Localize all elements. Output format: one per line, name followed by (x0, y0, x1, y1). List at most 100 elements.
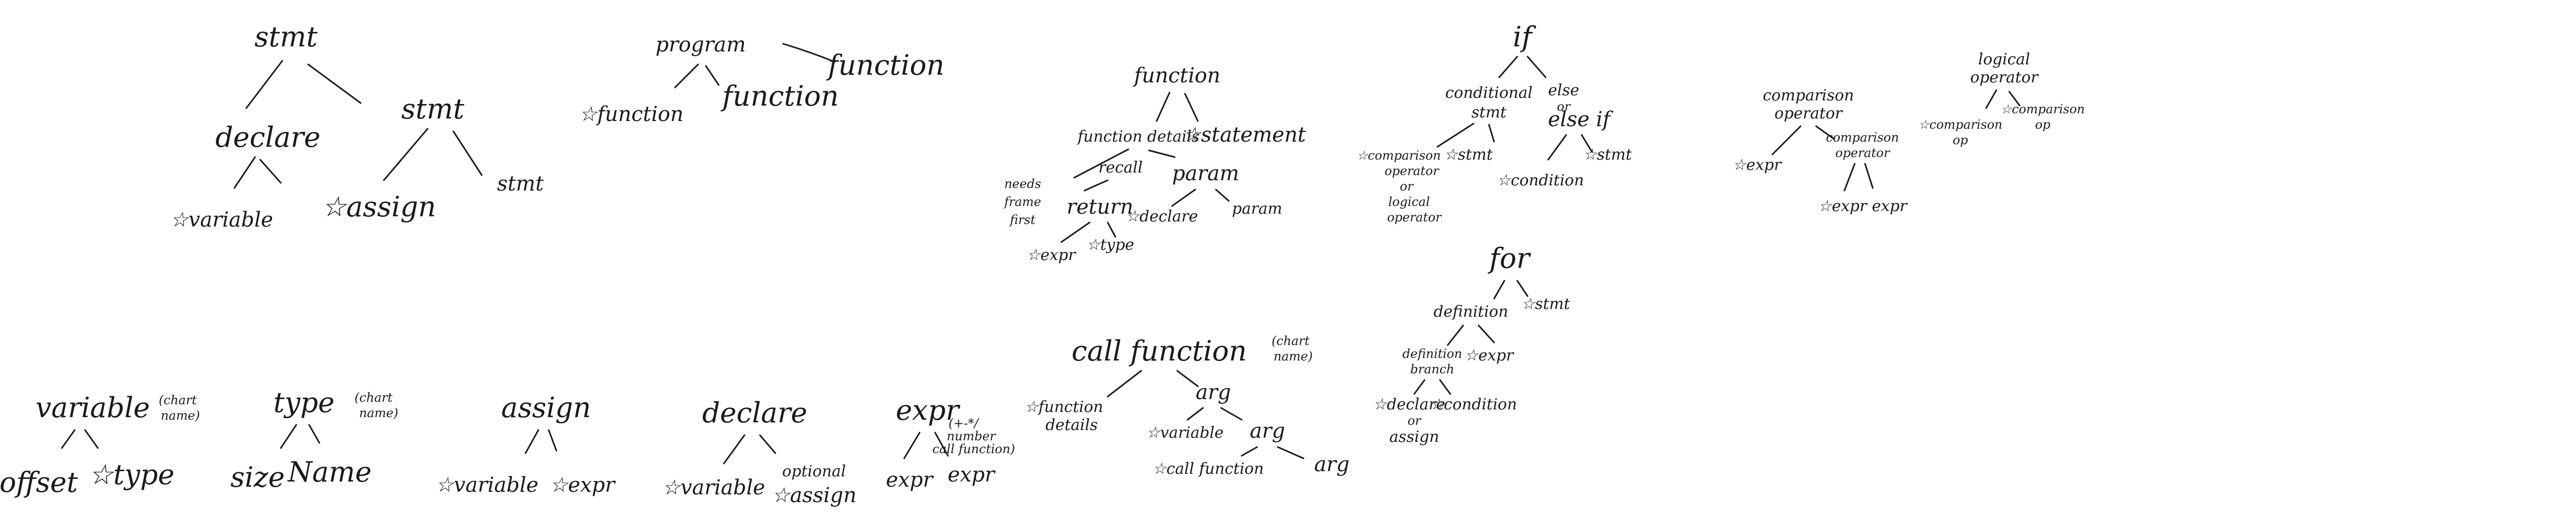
if-conditional-line-1: conditional (1445, 84, 1533, 102)
function-details-label: function details (1077, 128, 1200, 146)
declare-optional-label: optional (782, 462, 846, 480)
type-note-line-1: (chart (354, 390, 393, 405)
logical-comparison-left-line-1: ☆comparison (1918, 117, 2002, 132)
if-comparison-line-4: logical (1388, 195, 1430, 209)
if-root-label: if (1513, 21, 1536, 53)
type-note-line-2: name) (359, 406, 398, 420)
type-tree: type (chart name) size Name (230, 386, 398, 493)
type-name-label: Name (287, 456, 372, 488)
for-tree: for definition ☆stmt definition branch ☆… (1373, 242, 1570, 446)
call-function-arg-label: arg (1196, 381, 1231, 404)
program-root-label: program (655, 33, 745, 57)
if-conditional-edge (1436, 123, 1495, 148)
if-else-line-2: or (1557, 99, 1571, 114)
if-comparison-line-5: operator (1387, 210, 1442, 225)
program-root-edge (674, 63, 720, 89)
variable-note-line-2: name) (161, 408, 200, 423)
variable-offset-label: offset (0, 466, 78, 499)
if-else-line-1: else (1548, 81, 1580, 99)
logical-comparison-left-line-2: op (1953, 133, 1968, 147)
program-side-edge (782, 43, 836, 63)
stmt-variable-label: ☆variable (170, 208, 273, 232)
logical-root-line-1: logical (1978, 50, 2030, 68)
stmt-tree: stmt declare stmt ☆variable ☆assign stmt (170, 21, 544, 232)
for-definition-edge (1447, 324, 1495, 346)
for-expr-label: ☆expr (1464, 347, 1514, 365)
for-declare-line-1: ☆declare (1373, 396, 1445, 414)
stmt-declare-label: declare (215, 121, 320, 153)
call-function-details-line-2: details (1045, 416, 1097, 434)
function-details-edge (1073, 148, 1176, 179)
function-declare-label: ☆declare (1126, 208, 1198, 226)
call-function-arg-child-label: arg (1250, 419, 1285, 443)
logical-operator-tree: logical operator ☆comparison op ☆compari… (1918, 50, 2084, 147)
for-declare-line-2: or (1408, 414, 1421, 428)
comparison-op-line-1: comparison (1826, 130, 1899, 145)
stmt-leaf-label: stmt (497, 172, 545, 196)
for-condition-label: ☆condition (1430, 396, 1517, 414)
program-function-star-label: ☆function (579, 102, 683, 126)
function-type-label: ☆type (1087, 236, 1134, 254)
if-stmt-star-label: ☆stmt (1444, 146, 1494, 164)
function-recall-label: recall (1098, 159, 1143, 177)
comparison-op-line-2: operator (1835, 146, 1890, 160)
function-return-edge (1060, 221, 1116, 243)
stmt-declare-edge (233, 156, 282, 189)
variable-tree: variable (chart name) offset ☆type (0, 391, 200, 499)
comparison-root-line-1: comparison (1762, 87, 1854, 105)
if-stmt-right-label: ☆stmt (1583, 146, 1633, 164)
function-note-line-1: needs (1004, 177, 1041, 191)
call-function-details-line-1: ☆function (1025, 398, 1103, 416)
logical-root-edge (1985, 89, 2021, 109)
function-note-line-2: frame (1003, 195, 1041, 209)
program-side-function-label: function (826, 49, 944, 81)
declare-tree: declare ☆variable optional ☆assign (662, 397, 857, 507)
comparison-operator-tree: comparison operator ☆expr comparison ope… (1732, 87, 1908, 215)
call-function-arg-child-edge (1241, 446, 1304, 459)
assign-root-edge (524, 429, 557, 454)
program-tree: program function ☆function function (579, 33, 944, 126)
assign-root-label: assign (501, 391, 591, 424)
type-root-edge (280, 424, 320, 449)
comparison-root-line-2: operator (1774, 105, 1843, 123)
function-root-label: function (1132, 64, 1220, 88)
expr-root-edge (903, 432, 949, 459)
type-size-label: size (230, 461, 284, 493)
expr-tree: expr (+-*/ number call function) expr ex… (886, 394, 1015, 492)
expr-root-label: expr (896, 394, 961, 426)
function-expr-label: ☆expr (1026, 246, 1076, 264)
function-recall-edge (1083, 179, 1109, 192)
stmt-root-label: stmt (255, 21, 318, 53)
for-root-label: for (1487, 242, 1531, 274)
stmt-child-edge (383, 128, 483, 181)
comparison-expr-label: ☆expr (1732, 156, 1782, 174)
stmt-assign-label: ☆assign (321, 191, 436, 223)
if-comparison-line-1: ☆comparison (1357, 148, 1440, 163)
declare-variable-label: ☆variable (662, 476, 765, 500)
function-param-child-label: param (1232, 200, 1282, 218)
variable-type-label: ☆type (88, 458, 174, 491)
if-comparison-line-2: operator (1384, 164, 1439, 178)
for-root-edge (1493, 280, 1529, 300)
assign-variable-label: ☆variable (435, 473, 538, 497)
comparison-expr-expr-label: ☆expr expr (1818, 197, 1908, 215)
if-root-edge (1498, 56, 1547, 78)
call-function-root-edge (1107, 370, 1199, 398)
declare-root-label: declare (702, 397, 807, 429)
call-function-note-line-2: name) (1274, 349, 1313, 364)
function-param-label: param (1172, 162, 1239, 185)
for-stmt-label: ☆stmt (1521, 295, 1571, 313)
if-tree: if conditional stmt else or else if ☆com… (1357, 21, 1632, 225)
declare-root-edge (723, 434, 776, 465)
stmt-root-edge (245, 60, 362, 109)
call-function-call-label: ☆call function (1153, 460, 1264, 478)
program-function-plain-label: function (720, 80, 839, 112)
assign-expr-label: ☆expr (550, 473, 617, 497)
function-tree: function function details ☆statement nee… (1003, 64, 1306, 264)
for-branch-edge (1413, 379, 1451, 395)
for-branch-line-1: definition (1402, 347, 1462, 361)
call-function-arg-edge (1187, 407, 1243, 421)
variable-note-line-1: (chart (159, 393, 197, 407)
expr-note-line-2: number (947, 429, 996, 443)
if-conditional-line-2: stmt (1471, 104, 1507, 122)
